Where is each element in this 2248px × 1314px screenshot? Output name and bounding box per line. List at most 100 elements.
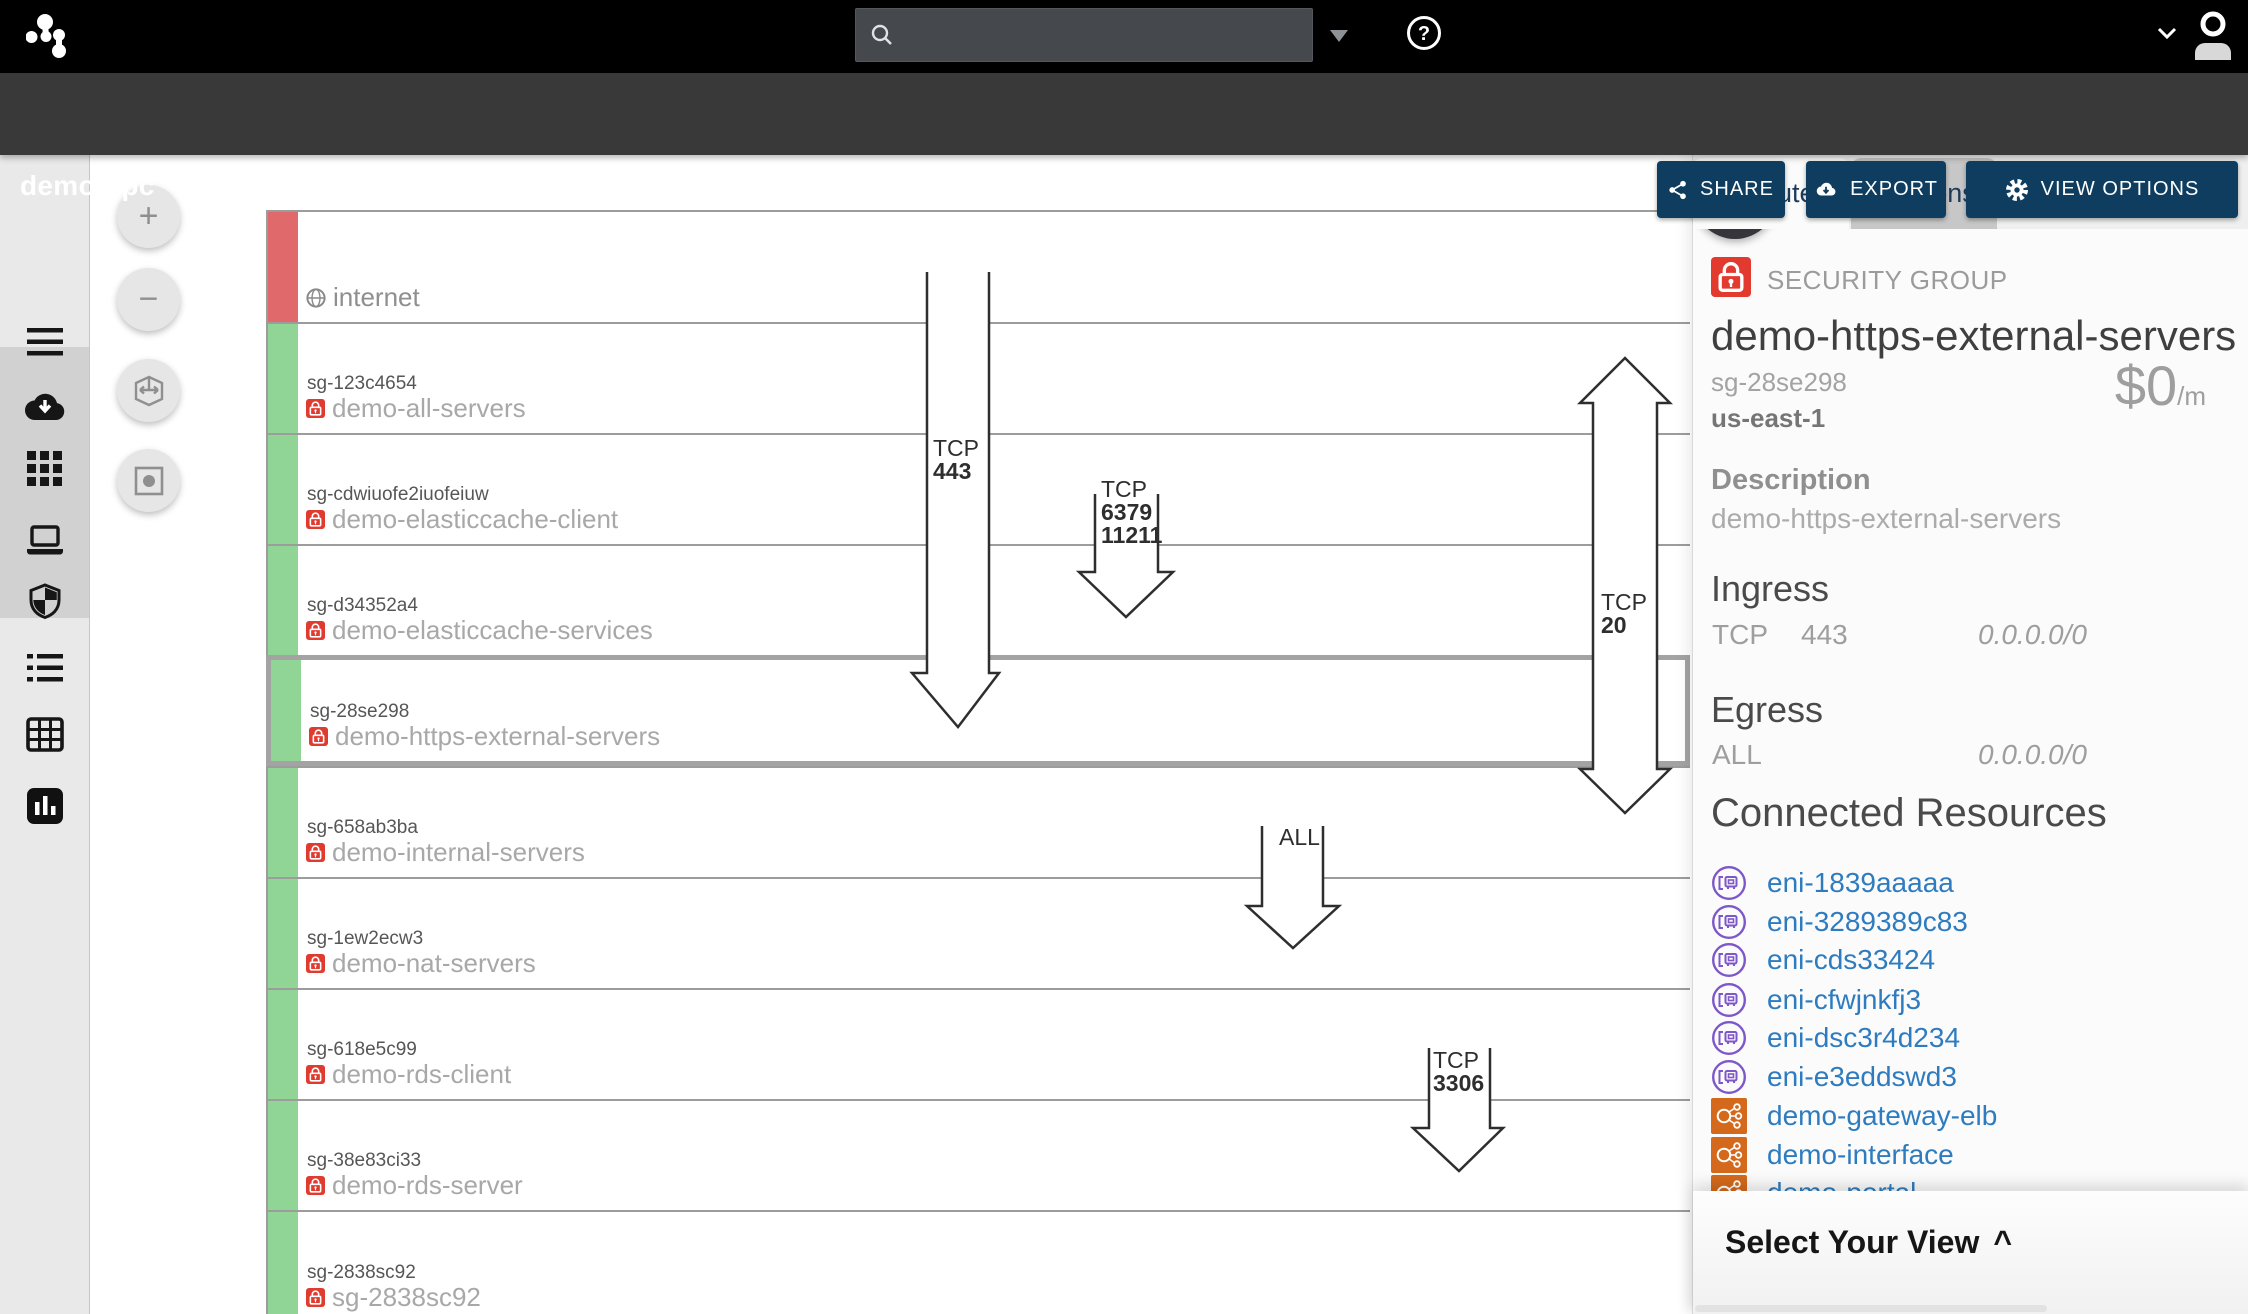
menu-button[interactable] <box>0 327 89 357</box>
chevron-down-icon[interactable] <box>2152 24 2182 44</box>
resource-link[interactable]: eni-cfwjnkfj3 <box>1711 981 1921 1019</box>
lock-badge-icon <box>306 510 325 529</box>
row-sg-2838sc92[interactable]: sg-2838sc92 sg-2838sc92 <box>266 1210 1690 1314</box>
resource-link[interactable]: eni-3289389c83 <box>1711 903 1968 941</box>
arrow-protocol-label: TCP <box>1601 589 1647 615</box>
arrow-port-label: 3306 <box>1433 1070 1485 1096</box>
row-demo-elasticcache-services[interactable]: sg-d34352a4 demo-elasticcache-services <box>266 544 1690 655</box>
caret-up-icon: ^ <box>1993 1224 2013 1260</box>
pan-map-icon <box>134 375 163 406</box>
attributes-panel: Attributes Versions SECURITY GROUP demo-… <box>1692 155 2248 1314</box>
reports-chart-button[interactable] <box>0 788 89 824</box>
resource-link[interactable]: demo-gateway-elb <box>1711 1097 1997 1135</box>
search-box[interactable] <box>855 8 1313 62</box>
resource-link-label: eni-cfwjnkfj3 <box>1767 984 1922 1015</box>
sg-name: demo-nat-servers <box>306 948 536 979</box>
app-logo-icon[interactable] <box>26 6 82 66</box>
diagram-title-bar: demo-vpc SHARE EXPORT VIEW OPTIONS <box>0 73 2248 218</box>
description-value: demo-https-external-servers <box>1711 503 2062 534</box>
description-heading: Description <box>1711 464 1871 496</box>
grid-icon <box>27 451 62 486</box>
lock-badge-icon <box>306 399 325 418</box>
sg-name: demo-elasticcache-client <box>306 504 618 535</box>
table-view-button[interactable] <box>0 717 89 752</box>
cloud-import-button[interactable] <box>0 391 89 421</box>
fit-view-button[interactable] <box>117 359 180 422</box>
resource-link[interactable]: demo-interface <box>1711 1136 1954 1174</box>
scrollbar-thumb[interactable] <box>1695 1305 2047 1312</box>
resource-link[interactable]: eni-e3eddswd3 <box>1711 1058 1957 1096</box>
view-options-button[interactable]: VIEW OPTIONS <box>1966 161 2238 218</box>
top-navigation-bar: ? <box>0 0 2248 73</box>
list-icon <box>26 654 63 682</box>
price-unit: /m <box>2177 381 2206 411</box>
zoom-in-button[interactable]: + <box>117 185 180 248</box>
sg-id-label: sg-d34352a4 <box>307 595 418 616</box>
row-color-bar <box>268 1212 298 1314</box>
sg-id-label: sg-1ew2ecw3 <box>307 928 424 949</box>
resource-link[interactable]: eni-dsc3r4d234 <box>1711 1019 1960 1057</box>
row-color-bar <box>268 212 298 322</box>
sg-id-label: sg-618e5c99 <box>307 1039 417 1060</box>
svg-text:?: ? <box>1418 23 1430 45</box>
row-demo-all-servers[interactable]: sg-123c4654 demo-all-servers <box>266 322 1690 433</box>
bar-chart-icon <box>26 788 63 824</box>
sg-name: demo-rds-client <box>306 1059 511 1090</box>
resource-name: demo-https-external-servers <box>1711 312 2237 359</box>
sg-name: demo-elasticcache-services <box>306 615 653 646</box>
page-title: demo-vpc <box>20 170 155 201</box>
security-view-button[interactable] <box>0 583 89 620</box>
row-color-bar <box>268 768 298 877</box>
sg-id-label: sg-38e83ci33 <box>307 1150 422 1171</box>
row-demo-internal-servers[interactable]: sg-658ab3ba demo-internal-servers <box>266 766 1690 877</box>
resource-link-label: eni-1839aaaaa <box>1767 867 1954 898</box>
focus-selection-button[interactable] <box>117 449 180 512</box>
lock-badge-icon <box>306 1176 325 1195</box>
arrow-port-label: 443 <box>933 458 972 484</box>
help-icon[interactable]: ? <box>1406 15 1442 51</box>
select-your-view-button[interactable]: Select Your View ^ <box>1725 1224 2012 1261</box>
resource-link-label: eni-3289389c83 <box>1767 906 1968 937</box>
internet-label: internet <box>306 282 420 313</box>
region-label: us-east-1 <box>1711 403 1826 433</box>
infrastructure-view-button[interactable] <box>0 525 89 557</box>
sg-name: demo-https-external-servers <box>309 721 660 752</box>
row-color-bar <box>268 990 298 1099</box>
sg-name: demo-internal-servers <box>306 837 585 868</box>
row-color-bar <box>271 660 301 761</box>
row-color-bar <box>268 546 298 655</box>
ingress-protocol: TCP <box>1712 619 1768 650</box>
search-scope-dropdown-icon[interactable] <box>1330 30 1348 42</box>
arrow-protocol-label: TCP <box>1101 476 1147 502</box>
eni-icon <box>1711 1020 1747 1056</box>
eni-icon <box>1711 1059 1747 1095</box>
share-button[interactable]: SHARE <box>1657 161 1785 218</box>
cloud-export-icon <box>1816 182 1836 196</box>
sg-id-label: sg-2838sc92 <box>307 1262 416 1283</box>
resource-link[interactable]: eni-cds33424 <box>1711 941 1935 979</box>
share-button-label: SHARE <box>1700 178 1774 200</box>
ingress-cidr: 0.0.0.0/0 <box>1978 619 2087 650</box>
row-internet[interactable]: internet <box>266 210 1690 322</box>
resource-link-label: demo-gateway-elb <box>1767 1100 1998 1131</box>
egress-protocol: ALL <box>1712 739 1762 770</box>
sg-id-label: sg-123c4654 <box>307 373 417 394</box>
search-input[interactable] <box>904 22 1304 48</box>
egress-heading: Egress <box>1711 689 1824 730</box>
row-color-bar <box>268 324 298 433</box>
lock-badge-icon <box>306 621 325 640</box>
sg-id-label: sg-28se298 <box>310 701 410 722</box>
gear-icon <box>2005 178 2028 201</box>
user-avatar-icon[interactable] <box>2190 8 2236 62</box>
environments-grid-button[interactable] <box>0 451 89 486</box>
export-button[interactable]: EXPORT <box>1806 161 1946 218</box>
list-view-button[interactable] <box>0 653 89 683</box>
elb-icon <box>1711 1137 1747 1173</box>
row-color-bar <box>268 879 298 988</box>
row-demo-https-external-servers-selected[interactable]: sg-28se298 demo-https-external-servers <box>266 655 1690 766</box>
laptop-icon <box>26 525 63 555</box>
row-demo-rds-server[interactable]: sg-38e83ci33 demo-rds-server <box>266 1099 1690 1210</box>
zoom-out-button[interactable]: − <box>117 268 180 331</box>
row-demo-nat-servers[interactable]: sg-1ew2ecw3 demo-nat-servers <box>266 877 1690 988</box>
resource-link[interactable]: eni-1839aaaaa <box>1711 864 1954 902</box>
